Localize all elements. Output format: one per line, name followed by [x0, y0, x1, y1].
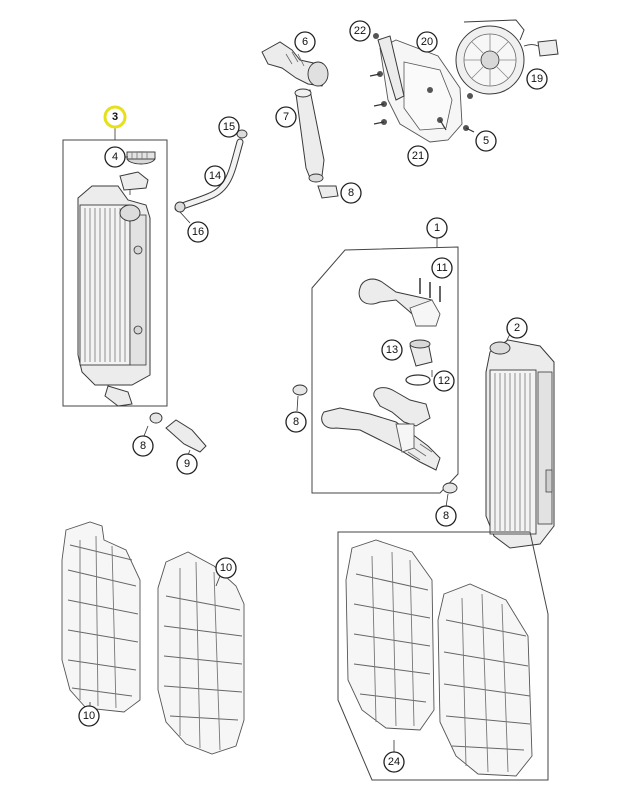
callout-16[interactable]: 16 — [187, 221, 209, 243]
callout-19[interactable]: 19 — [526, 68, 548, 90]
hose-clamps — [143, 384, 458, 508]
overflow-hose — [174, 129, 248, 224]
callout-7-label: 7 — [283, 111, 289, 123]
callout-15[interactable]: 15 — [218, 116, 240, 138]
callout-10-right-label: 10 — [220, 562, 232, 574]
callout-13-label: 13 — [386, 344, 398, 356]
callout-19-label: 19 — [531, 73, 543, 85]
callout-8-right-label: 8 — [443, 510, 449, 522]
callout-10-right[interactable]: 10 — [215, 557, 237, 579]
callout-10-left[interactable]: 10 — [78, 705, 100, 727]
callout-6[interactable]: 6 — [294, 31, 316, 53]
radiator-guard-left — [61, 521, 141, 713]
callout-21-label: 21 — [412, 150, 424, 162]
callout-3[interactable]: 3 — [103, 105, 127, 129]
callout-8-upper[interactable]: 8 — [340, 182, 362, 204]
callout-7[interactable]: 7 — [275, 106, 297, 128]
callout-8-upper-label: 8 — [348, 187, 354, 199]
callout-8-left[interactable]: 8 — [132, 435, 154, 457]
callout-12[interactable]: 12 — [433, 370, 455, 392]
radiator-cap — [119, 151, 156, 191]
screws — [369, 33, 475, 133]
assembly-frame-24 — [337, 531, 549, 781]
callout-20-label: 20 — [421, 36, 433, 48]
callout-14[interactable]: 14 — [204, 165, 226, 187]
callout-1-label: 1 — [434, 222, 440, 234]
thermostat-hose-upper — [261, 41, 339, 199]
callout-12-label: 12 — [438, 375, 450, 387]
radiator-right-fins — [494, 373, 531, 531]
callout-8-middle[interactable]: 8 — [285, 411, 307, 433]
radiator-left-fins — [84, 208, 126, 362]
callout-2-label: 2 — [514, 322, 520, 334]
callout-21[interactable]: 21 — [407, 145, 429, 167]
callout-8-left-label: 8 — [140, 440, 146, 452]
bolts-11 — [419, 278, 441, 302]
callout-5-label: 5 — [483, 135, 489, 147]
callout-24-label: 24 — [388, 756, 400, 768]
callout-22[interactable]: 22 — [349, 20, 371, 42]
radiator-right — [485, 333, 555, 549]
radiator-guard-set — [345, 539, 533, 777]
fan-unit — [455, 19, 559, 95]
fan-assembly — [369, 19, 559, 143]
assembly-frame-1 — [311, 238, 459, 494]
callout-8-middle-label: 8 — [293, 416, 299, 428]
callout-5[interactable]: 5 — [475, 130, 497, 152]
callout-3-label: 3 — [112, 111, 118, 123]
callout-9[interactable]: 9 — [176, 453, 198, 475]
radiator-guard-right — [157, 551, 245, 755]
callout-1[interactable]: 1 — [426, 217, 448, 239]
callout-11-label: 11 — [436, 262, 447, 274]
thermostat-assembly — [321, 278, 441, 471]
callout-8-right[interactable]: 8 — [435, 505, 457, 527]
callout-2[interactable]: 2 — [506, 317, 528, 339]
callout-9-label: 9 — [184, 458, 190, 470]
callout-6-label: 6 — [302, 36, 308, 48]
radiator-left — [77, 182, 151, 407]
callout-16-label: 16 — [192, 226, 204, 238]
callout-4[interactable]: 4 — [104, 146, 126, 168]
callout-15-label: 15 — [223, 121, 235, 133]
assembly-frame-3 — [62, 128, 168, 407]
callout-22-label: 22 — [354, 25, 366, 37]
callout-13[interactable]: 13 — [381, 339, 403, 361]
callout-20[interactable]: 20 — [416, 31, 438, 53]
callout-14-label: 14 — [209, 170, 221, 182]
callout-11[interactable]: 11 — [431, 257, 453, 279]
callout-10-left-label: 10 — [83, 710, 95, 722]
callout-4-label: 4 — [112, 151, 118, 163]
callout-24[interactable]: 24 — [383, 751, 405, 773]
